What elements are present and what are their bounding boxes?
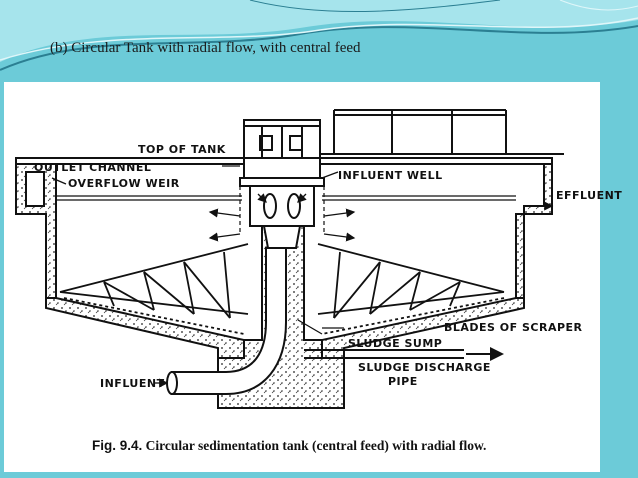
caption-number: Fig. 9.4. (92, 438, 143, 453)
label-effluent: EFFLUENT (556, 189, 623, 202)
label-influent: INFLUENT (100, 377, 165, 390)
bridge-walkway (243, 109, 564, 159)
label-overflow-weir: OVERFLOW WEIR (68, 177, 180, 190)
water-surface (56, 195, 516, 201)
label-outlet-channel: OUTLET CHANNEL (34, 161, 152, 174)
slide-title: (b) Circular Tank with radial flow, with… (50, 40, 361, 56)
caption-text: Circular sedimentation tank (central fee… (145, 438, 487, 453)
label-blades-of-scraper: BLADES OF SCRAPER (444, 321, 583, 334)
label-sludge-discharge: SLUDGE DISCHARGE (358, 361, 491, 374)
scraper-trusses (59, 243, 505, 335)
label-top-of-tank: TOP OF TANK (138, 143, 226, 156)
flow-arrows (51, 165, 554, 388)
label-sludge-sump: SLUDGE SUMP (348, 337, 443, 350)
diagram-figure: TOP OF TANK OUTLET CHANNEL OVERFLOW WEIR… (4, 82, 622, 472)
tank-drawing (15, 109, 564, 409)
influent-pipe (166, 247, 287, 395)
influent-well (239, 186, 325, 232)
label-pipe: PIPE (388, 375, 418, 388)
figure-caption: Fig. 9.4. Circular sedimentation tank (c… (92, 438, 486, 454)
sludge-pipe (304, 347, 504, 361)
label-influent-well: INFLUENT WELL (338, 169, 443, 182)
